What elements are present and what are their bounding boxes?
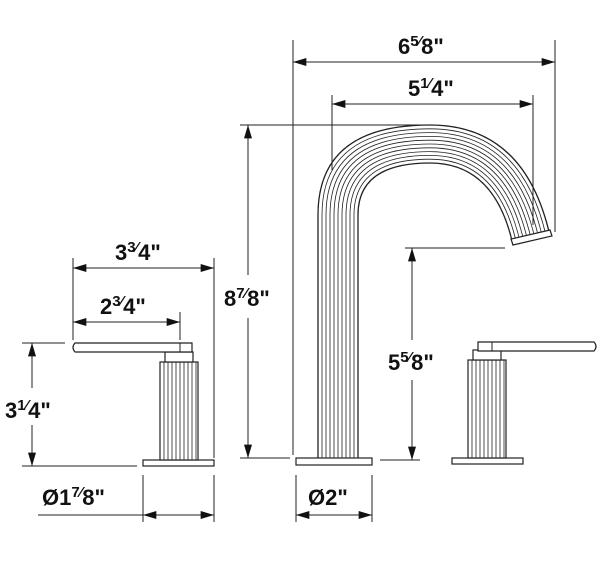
spout-flute-line <box>337 143 532 458</box>
spout-reach-label: 51⁄4" <box>408 75 454 101</box>
spout-total-reach-label: 65⁄8" <box>398 33 444 59</box>
spout-height-label: 87⁄8" <box>224 285 270 311</box>
spout-flute-line <box>329 135 540 458</box>
handle-height-label: 31⁄4" <box>5 397 51 423</box>
dimension-lines <box>22 40 556 522</box>
left-handle <box>72 342 215 467</box>
handle-lever-label: 23⁄4" <box>100 293 146 319</box>
spout-base-diameter-label: Ø2" <box>308 485 348 510</box>
spout-flute-line <box>341 147 529 458</box>
spout-flute-line <box>333 139 536 458</box>
handle-width-label: 33⁄4" <box>115 239 161 265</box>
spout-clearance-label: 55⁄8" <box>388 349 434 375</box>
right-handle <box>451 341 597 465</box>
spout-flute-line <box>353 158 518 458</box>
spout-flute-line <box>357 162 514 458</box>
spout-flute-line <box>345 151 525 458</box>
spout-flute-line <box>321 128 547 458</box>
spout-flute-line <box>325 132 543 458</box>
spout-flute-line <box>349 154 521 458</box>
spout-flute-line <box>317 124 551 458</box>
handle-base-diameter-label: Ø17⁄8" <box>42 484 105 510</box>
spout <box>295 124 553 466</box>
